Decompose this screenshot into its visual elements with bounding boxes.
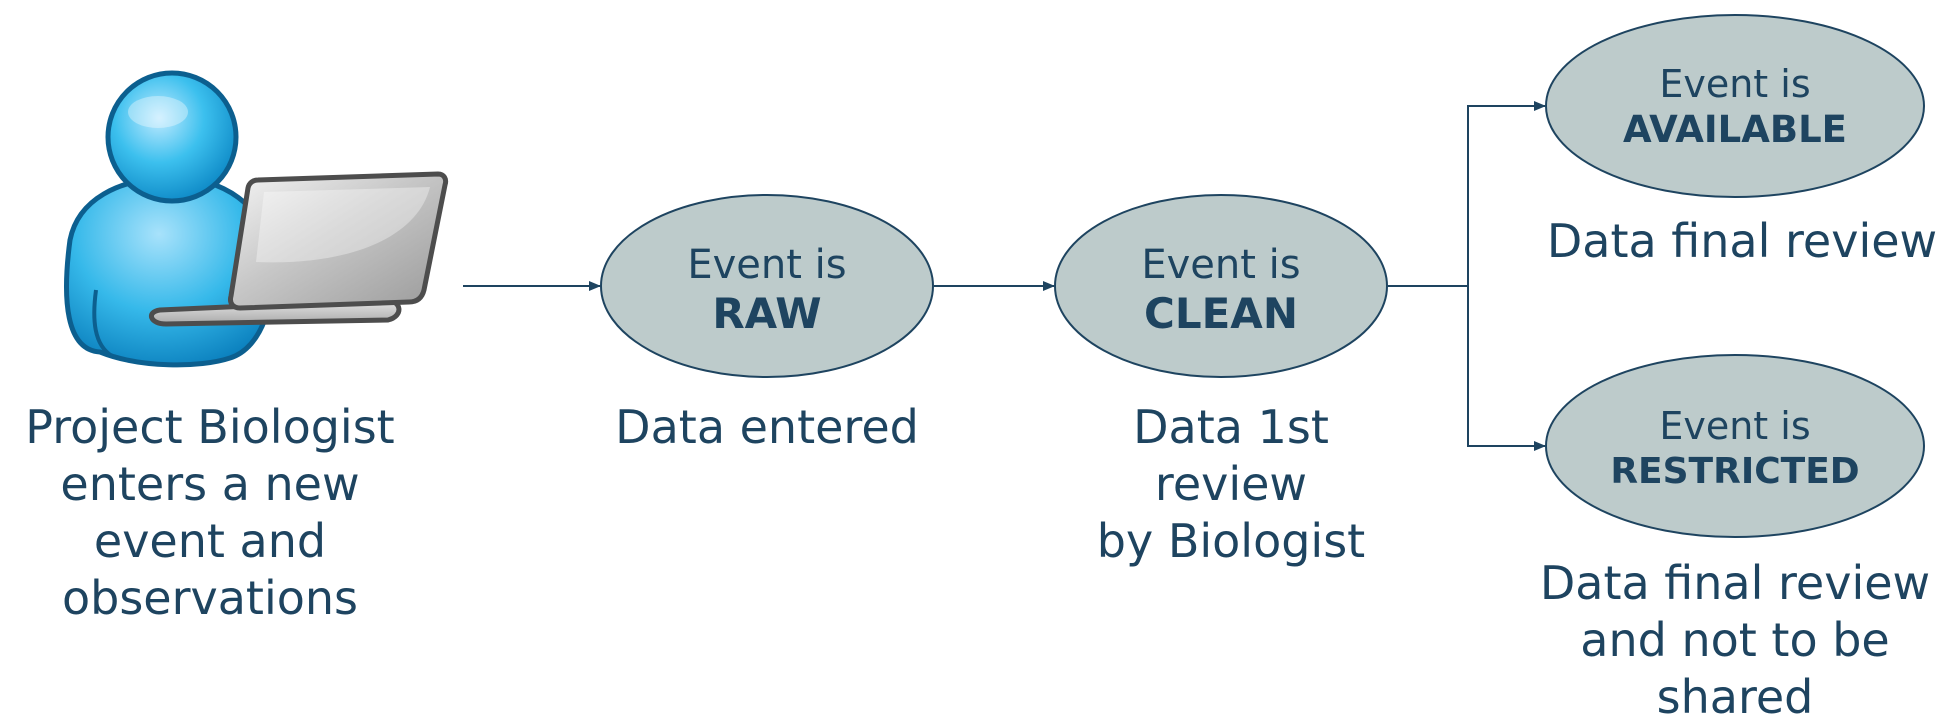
caption-available: Data final review xyxy=(1546,214,1938,268)
arrow-clean-to-available xyxy=(1388,101,1546,287)
node-available-shape xyxy=(1545,14,1925,198)
node-raw-shape xyxy=(600,194,934,378)
caption-raw: Data entered xyxy=(615,400,919,454)
caption-clean: Data 1st review by Biologist xyxy=(1096,400,1366,568)
node-restricted-line2: RESTRICTED xyxy=(1610,451,1859,492)
caption-biologist: Project Biologist enters a new event and… xyxy=(25,400,395,625)
node-restricted-line1: Event is xyxy=(1659,404,1810,448)
caption-restricted: Data final review and not to be shared xyxy=(1539,556,1931,724)
node-available-line1: Event is xyxy=(1659,62,1810,106)
node-clean-shape xyxy=(1054,194,1388,378)
node-restricted: Event is RESTRICTED xyxy=(1545,354,1925,538)
node-clean: Event is CLEAN xyxy=(1054,194,1388,378)
biologist-laptop-icon xyxy=(64,70,449,368)
node-available: Event is AVAILABLE xyxy=(1545,14,1925,198)
node-clean-line1: Event is xyxy=(1141,242,1300,288)
arrow-clean-to-restricted xyxy=(1467,286,1546,451)
node-raw-line2: RAW xyxy=(712,289,821,338)
node-available-line2: AVAILABLE xyxy=(1623,108,1847,151)
node-clean-line2: CLEAN xyxy=(1144,289,1298,338)
node-raw-line1: Event is xyxy=(687,242,846,288)
node-raw: Event is RAW xyxy=(600,194,934,378)
node-restricted-shape xyxy=(1545,354,1925,538)
